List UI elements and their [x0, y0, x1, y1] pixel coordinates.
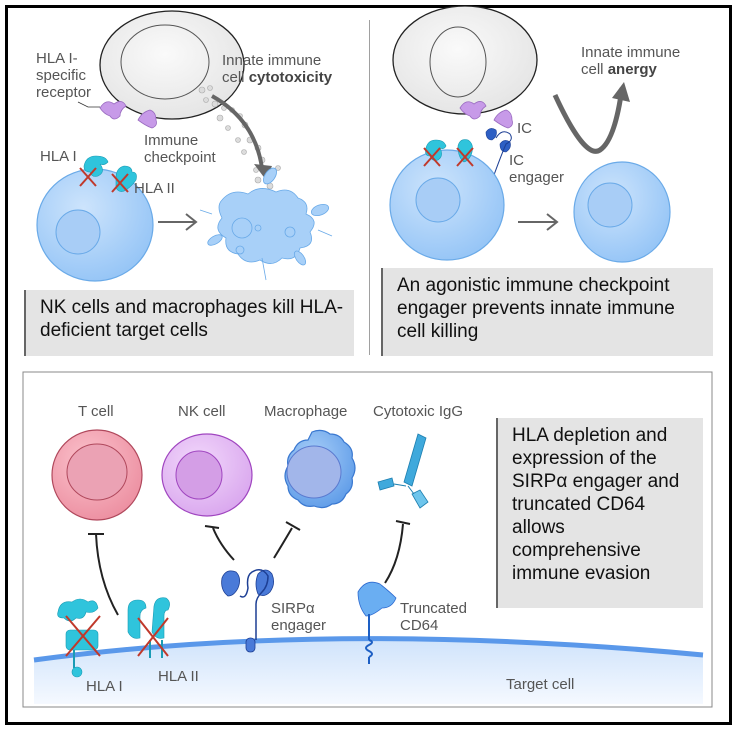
- sirpa-engager-label: SIRPα engager: [271, 600, 327, 634]
- inhibition-lines: [88, 520, 411, 616]
- anergy-arrow: [552, 87, 625, 154]
- hla-ii-label-bottom: HLA II: [158, 668, 199, 685]
- caption-top-left: NK cells and macrophages kill HLA-defici…: [24, 290, 354, 356]
- innate-line1: Innate immune: [222, 52, 322, 69]
- hla-i-icon: [79, 155, 109, 187]
- transition-arrow-left: [158, 213, 198, 231]
- innate-immune-cell-left: [99, 10, 245, 120]
- hla-ii-crossed-right: [456, 139, 474, 167]
- target-cell-label: Target cell: [506, 676, 575, 693]
- ic-receptor-icon: [493, 109, 513, 129]
- anergy-line2-prefix: cell: [581, 61, 608, 78]
- panel-divider: [369, 20, 370, 355]
- t-cell-icon: [51, 429, 143, 521]
- nk-cell-icon: [161, 433, 253, 517]
- caption-bottom: HLA depletion and expression of the SIRP…: [496, 418, 703, 608]
- target-cell-left: [36, 168, 154, 282]
- innate-line2-prefix: cell: [222, 69, 249, 86]
- sirpa-engager-icon: [221, 569, 274, 653]
- transition-arrow-right: [518, 213, 559, 231]
- lysed-target-cell: [199, 167, 333, 281]
- target-cell-membrane: [33, 636, 704, 663]
- hla-i-bottom-icon: [57, 598, 101, 678]
- hla-ii-bottom-icon: [127, 597, 170, 658]
- hla-i-label-bottom: HLA I: [86, 678, 123, 695]
- ic-engager-icon: [485, 128, 512, 187]
- cytotoxicity-bold: cytotoxicity: [248, 69, 333, 86]
- anergy-arrowhead: [612, 82, 630, 102]
- hla-specific-receptor-icon-right: [459, 101, 487, 120]
- target-cell-membrane-fill: [34, 638, 703, 704]
- t-cell-label: T cell: [78, 403, 114, 420]
- caption-top-right: An agonistic immune checkpoint engager p…: [381, 268, 713, 356]
- hla-ii-label-top: HLA II: [134, 180, 175, 197]
- hla-i-label-top: HLA I: [40, 148, 77, 165]
- macrophage-label: Macrophage: [264, 403, 348, 420]
- anergy-bold: anergy: [607, 61, 657, 78]
- hla-ii-icon: [111, 165, 137, 193]
- macrophage-icon: [284, 429, 356, 509]
- target-cell-right-before: [389, 149, 505, 261]
- anergy-line1: Innate immune: [581, 44, 681, 61]
- immune-checkpoint-label: Immune checkpoint: [144, 132, 216, 166]
- innate-anergy-label: Innate immune cell anergy: [581, 44, 680, 78]
- nk-cell-label: NK cell: [178, 403, 226, 420]
- hla-specific-receptor-icon: [77, 101, 127, 120]
- hla-i-crossed-right: [423, 139, 447, 167]
- target-cell-right-after: [573, 161, 671, 263]
- ic-engager-label: IC engager: [509, 152, 565, 186]
- cytotoxicity-arrow: [211, 94, 264, 169]
- innate-cytotoxicity-label: Innate immune cell cytotoxicity: [222, 52, 332, 86]
- innate-immune-cell-right: [392, 5, 538, 115]
- truncated-cd64-icon: [357, 581, 397, 664]
- cytotoxic-igg-label: Cytotoxic IgG: [373, 403, 464, 420]
- truncated-cd64-label: Truncated CD64: [400, 600, 467, 634]
- cytotoxic-igg-icon: [377, 433, 429, 509]
- hla-receptor-label: HLA I- specific receptor: [36, 50, 92, 101]
- immune-checkpoint-icon: [137, 109, 157, 129]
- ic-label: IC: [517, 120, 532, 137]
